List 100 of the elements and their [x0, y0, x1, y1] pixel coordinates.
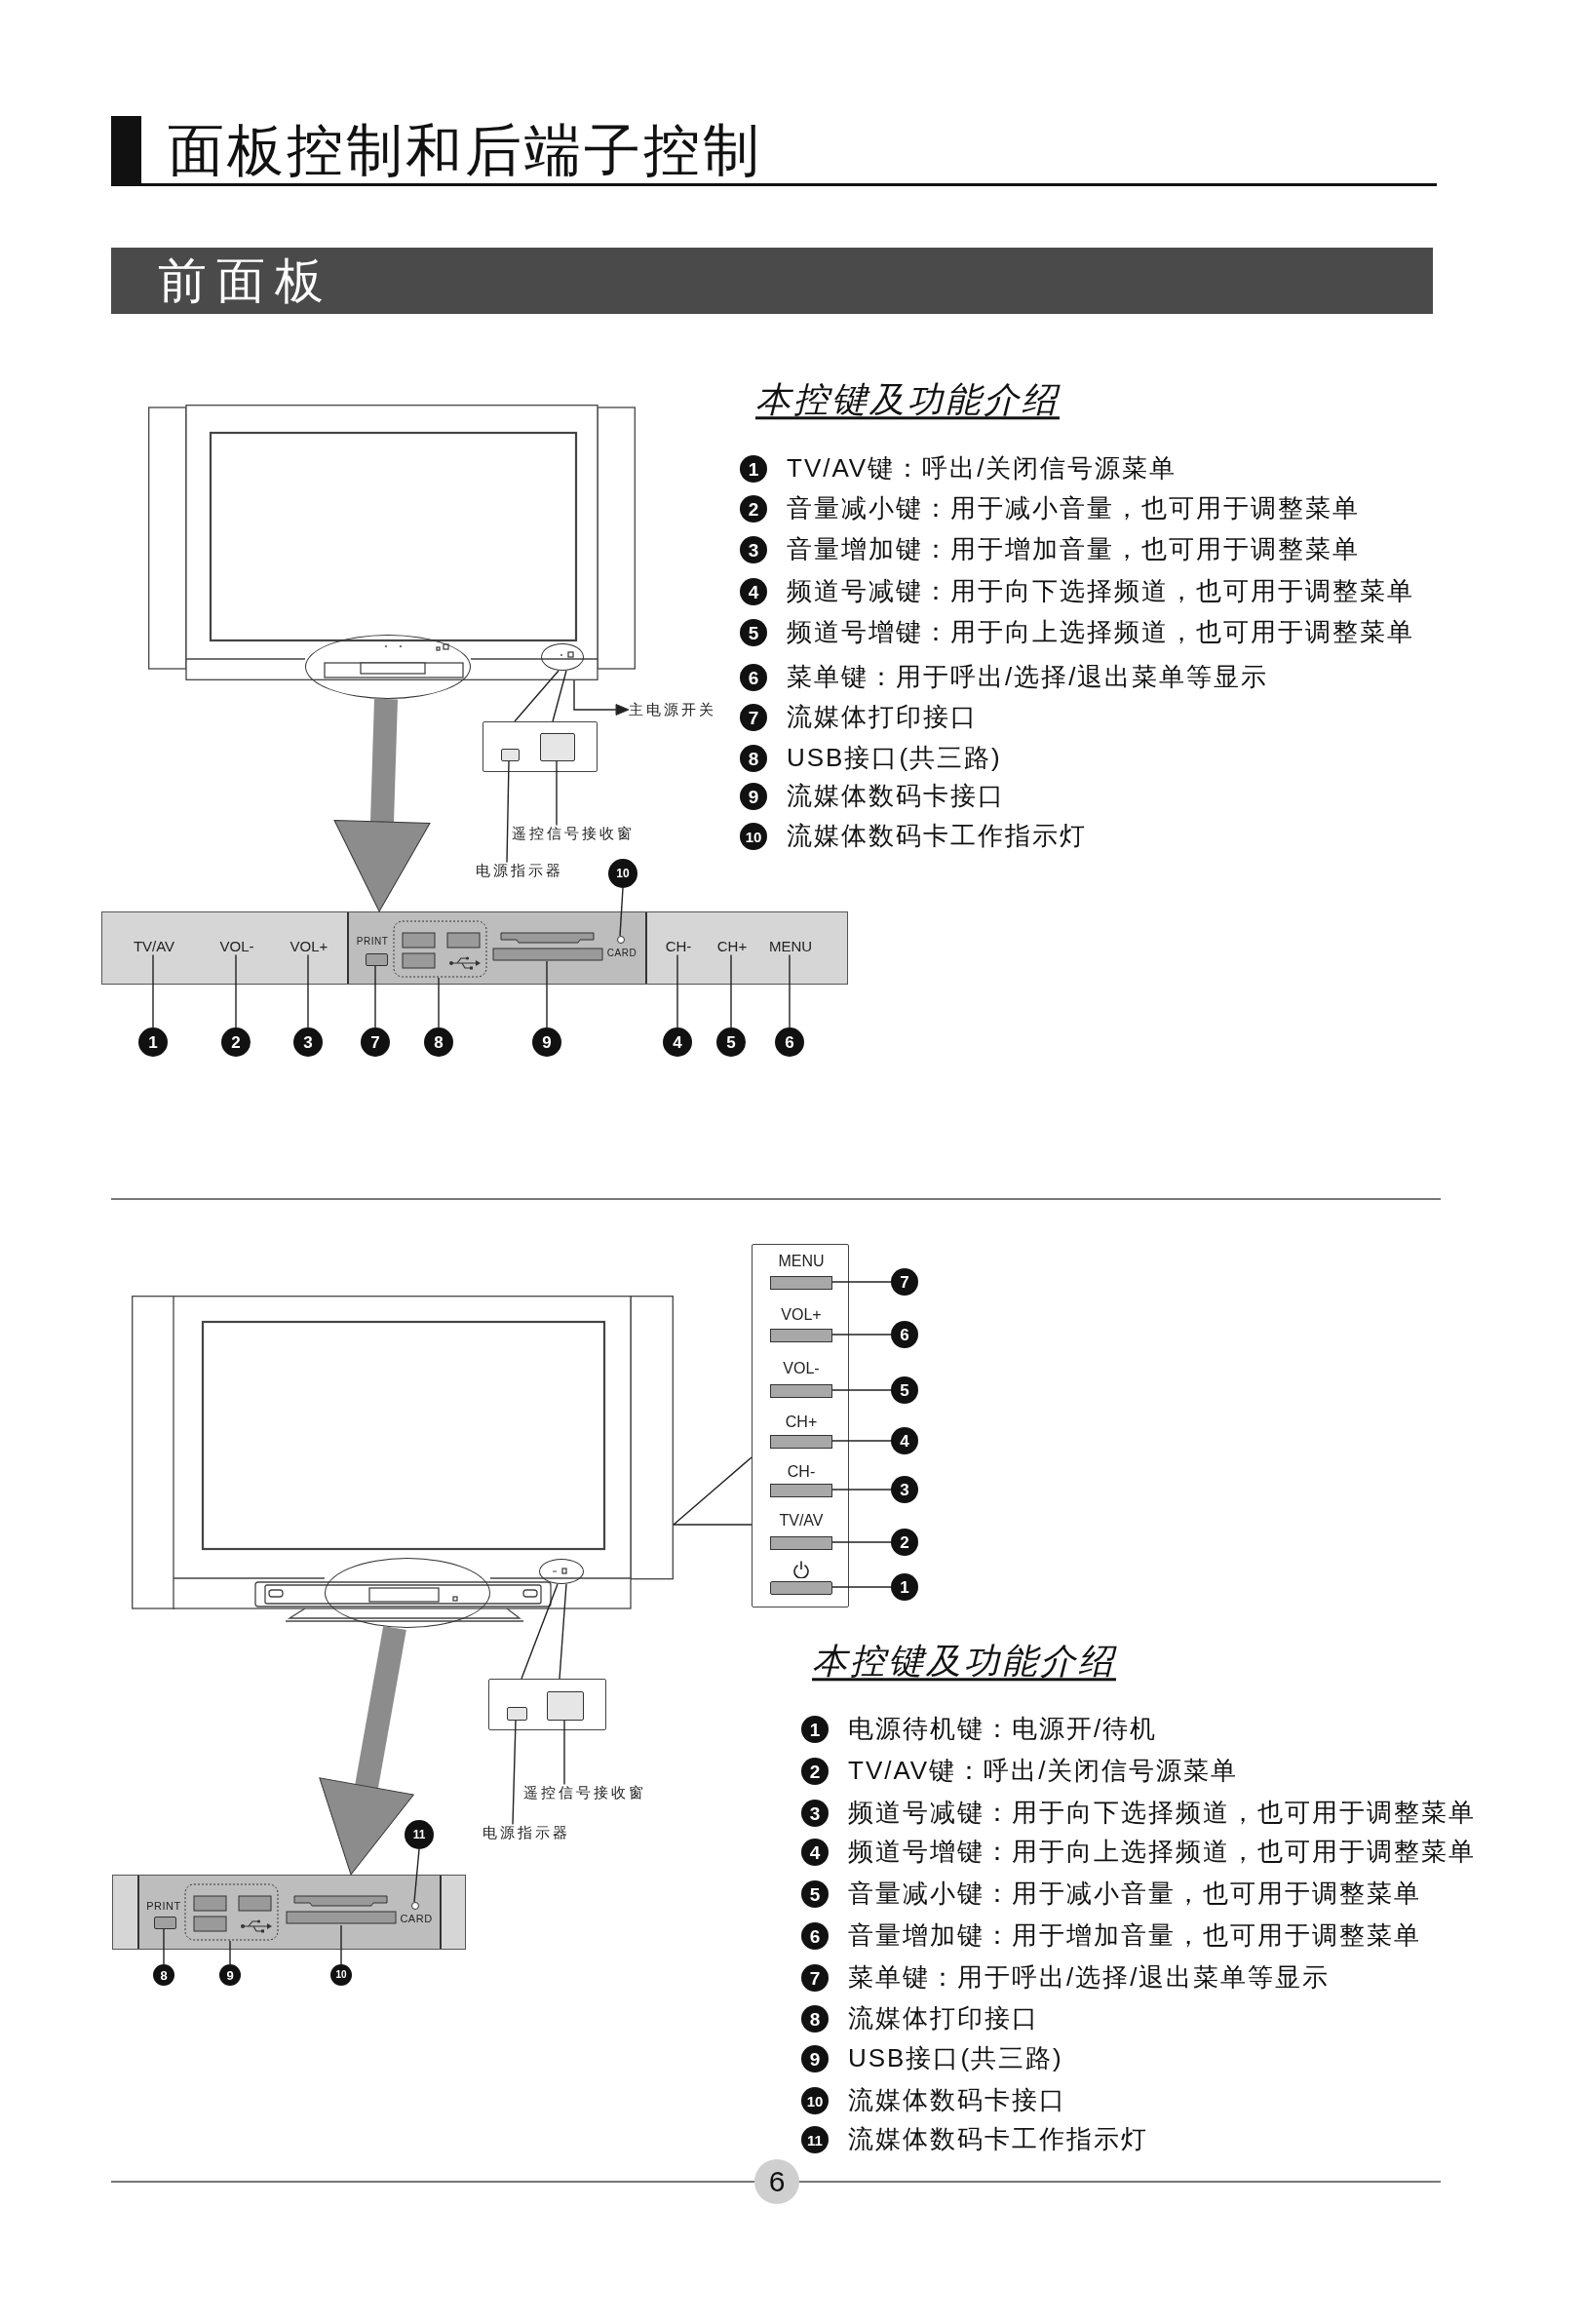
number-bullet: 3 [801, 1800, 829, 1827]
leader-line [374, 965, 376, 1028]
description-text: TV/AV键：呼出/关闭信号源菜单 [848, 1757, 1239, 1786]
indicator-window [507, 1707, 527, 1721]
number-bullet: 11 [801, 2126, 829, 2153]
button-label: MENU [768, 938, 813, 955]
leader-line [730, 953, 732, 1028]
block-arrow [319, 1625, 414, 1876]
control-panel-strip [101, 911, 848, 985]
number-bullet: 6 [801, 1922, 829, 1950]
leader-line [413, 1848, 420, 1903]
number-bullet: 2 [740, 495, 767, 523]
leader-line [563, 1720, 565, 1786]
button-label: CH+ [716, 938, 748, 955]
description-text: 流媒体数码卡接口 [848, 2086, 1066, 2115]
button-label: CH- [787, 1462, 816, 1482]
leader-line [512, 1720, 517, 1826]
description-text: TV/AV键：呼出/关闭信号源菜单 [787, 454, 1178, 484]
port-label: PRINT [146, 1899, 181, 1913]
number-bullet: 2 [801, 1758, 829, 1785]
leader-line [340, 1924, 342, 1965]
leader-line [546, 960, 548, 1028]
leader-line [831, 1541, 892, 1543]
description-text: 音量减小键：用于减小音量，也可用于调整菜单 [787, 494, 1360, 523]
leader-line [235, 953, 237, 1028]
port-label: CARD [400, 1912, 433, 1925]
description-text: 音量减小键：用于减小音量，也可用于调整菜单 [848, 1879, 1421, 1909]
description-text: 频道号减键：用于向下选择频道，也可用于调整菜单 [787, 577, 1414, 606]
button-label: VOL+ [290, 938, 328, 955]
section-heading: 本控键及功能介绍 [755, 379, 1060, 420]
indicator-window [501, 749, 520, 761]
callout-number: 1 [891, 1573, 918, 1601]
description-text: 菜单键：用于呼出/选择/退出菜单等显示 [848, 1963, 1331, 1993]
callout-number: 4 [891, 1427, 918, 1454]
callout-number: 8 [153, 1964, 174, 1986]
callout-number: 2 [221, 1027, 251, 1057]
description-text: 流媒体打印接口 [787, 703, 978, 732]
description-text: 频道号增键：用于向上选择频道，也可用于调整菜单 [848, 1838, 1476, 1867]
description-text: 流媒体数码卡工作指示灯 [787, 822, 1087, 851]
callout-number: 5 [891, 1376, 918, 1404]
number-bullet: 1 [801, 1716, 829, 1743]
description-text: 菜单键：用于呼出/选择/退出菜单等显示 [787, 663, 1269, 692]
part-label: 电源指示器 [483, 1824, 570, 1841]
part-label: 遥控信号接收窗 [512, 825, 635, 842]
description-text: USB接口(共三路) [787, 744, 1002, 773]
indicator-led [617, 936, 625, 944]
description-text: USB接口(共三路) [848, 2044, 1063, 2073]
leader-line [831, 1334, 892, 1336]
leader-line [831, 1389, 892, 1391]
description-text: 流媒体数码卡工作指示灯 [848, 2125, 1148, 2154]
leader-line [619, 887, 624, 937]
leader-line [506, 760, 510, 864]
number-bullet: 3 [740, 536, 767, 563]
description-text: 音量增加键：用于增加音量，也可用于调整菜单 [848, 1921, 1421, 1951]
description-text: 音量增加键：用于增加音量，也可用于调整菜单 [787, 535, 1360, 564]
indicator-led [411, 1902, 419, 1910]
callout-number: 9 [219, 1964, 241, 1986]
page-title: 面板控制和后端子控制 [168, 117, 762, 183]
button-label: VOL- [219, 938, 254, 955]
description-text: 流媒体打印接口 [848, 2004, 1039, 2034]
leader-line [676, 953, 678, 1028]
part-label: 遥控信号接收窗 [523, 1784, 646, 1801]
print-port [366, 953, 388, 966]
callout-number: 5 [716, 1027, 746, 1057]
button-label: CH- [665, 938, 692, 955]
button-label: VOL+ [781, 1305, 822, 1325]
callout-number: 8 [424, 1027, 453, 1057]
description-text: 频道号增键：用于向上选择频道，也可用于调整菜单 [787, 618, 1414, 647]
arrow [573, 679, 630, 716]
card-slot [492, 932, 603, 961]
leader-line [831, 1440, 892, 1442]
number-bullet: 5 [801, 1880, 829, 1908]
callout-number: 6 [891, 1321, 918, 1348]
section-heading: 本控键及功能介绍 [812, 1641, 1116, 1682]
leader-line [789, 953, 791, 1028]
number-bullet: 10 [801, 2087, 829, 2114]
number-bullet: 10 [740, 823, 767, 850]
button-label: TV/AV [133, 938, 175, 955]
part-label: 主电源开关 [629, 701, 716, 718]
number-bullet: 4 [740, 578, 767, 605]
callout-number: 7 [891, 1268, 918, 1296]
number-bullet: 1 [740, 455, 767, 483]
callout-number: 3 [293, 1027, 323, 1057]
magnifier-lines [673, 1456, 753, 1526]
description-text: 电源待机键：电源开/待机 [848, 1715, 1158, 1744]
callout-number: 4 [663, 1027, 692, 1057]
callout-number: 9 [532, 1027, 561, 1057]
leader-line [556, 760, 558, 827]
number-bullet: 9 [801, 2045, 829, 2072]
leader-line [438, 977, 440, 1028]
callout-number: 7 [361, 1027, 390, 1057]
leader-line [163, 1928, 165, 1965]
callout-number: 6 [775, 1027, 804, 1057]
number-bullet: 9 [740, 783, 767, 810]
block-arrow [333, 698, 431, 912]
number-bullet: 4 [801, 1839, 829, 1866]
callout-number: 2 [891, 1529, 918, 1556]
callout-number: 11 [405, 1820, 434, 1849]
number-bullet: 7 [801, 1964, 829, 1992]
port-label: CARD [606, 948, 637, 959]
